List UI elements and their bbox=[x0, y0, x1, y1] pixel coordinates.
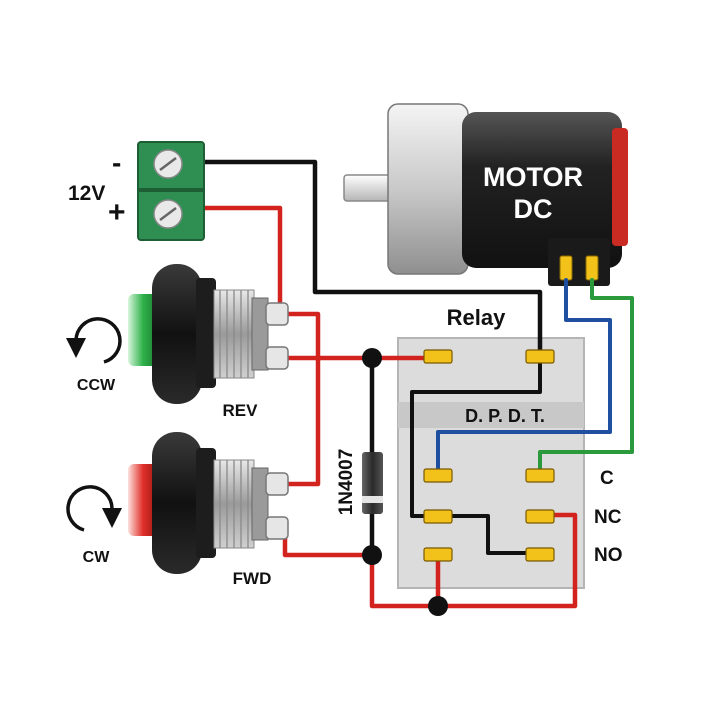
relay-pin-coil-left bbox=[423, 349, 453, 364]
fwd-switch-nut bbox=[196, 448, 216, 558]
relay-body bbox=[397, 337, 585, 589]
rev-switch-label: REV bbox=[223, 401, 259, 420]
positive-sign: + bbox=[108, 196, 126, 229]
cw-arrow-icon bbox=[66, 485, 122, 532]
fwd-switch-base bbox=[251, 467, 269, 541]
fwd-switch-label: FWD bbox=[233, 569, 272, 588]
fwd-switch-collar bbox=[152, 432, 202, 574]
diode-body bbox=[362, 452, 383, 514]
relay-pin-nc-left bbox=[423, 509, 453, 524]
dc-motor: MOTOR DC bbox=[343, 103, 628, 286]
fwd-switch-terminal-top bbox=[265, 472, 289, 496]
fwd-switch-thread-lines bbox=[219, 460, 249, 548]
diode: 1N4007 bbox=[336, 449, 383, 516]
terminal-screw-negative-slot bbox=[159, 157, 177, 171]
motor-body bbox=[462, 112, 622, 268]
diode-cathode-band bbox=[362, 496, 383, 503]
terminal-screw-positive-slot bbox=[159, 207, 177, 221]
wire-green-motor bbox=[538, 278, 634, 476]
motor-shaft bbox=[343, 174, 391, 202]
motor-rear-stripe bbox=[612, 128, 628, 246]
motor-label-line1: MOTOR bbox=[483, 162, 583, 192]
terminal-divider bbox=[138, 188, 204, 192]
rev-switch: REV bbox=[128, 264, 289, 420]
power-terminal: 12V - + bbox=[68, 141, 205, 241]
motor-terminal-block bbox=[548, 238, 610, 286]
fwd-switch-cap bbox=[128, 464, 158, 536]
fwd-switch: FWD bbox=[128, 432, 289, 588]
diode-label: 1N4007 bbox=[336, 449, 357, 516]
junction-dot-bottom bbox=[428, 596, 448, 616]
motor-terminal-right bbox=[585, 255, 599, 281]
wire-blue-motor bbox=[436, 278, 612, 476]
motor-terminal-left bbox=[559, 255, 573, 281]
junction-dot-middle bbox=[362, 545, 382, 565]
wire-red-fwd-to-rail bbox=[282, 512, 578, 609]
relay-title: Relay bbox=[447, 305, 506, 330]
relay-pin-nc-right bbox=[525, 509, 555, 524]
relay-pin-c-right bbox=[525, 468, 555, 483]
rev-switch-terminal-top bbox=[265, 302, 289, 326]
motor-end-cap bbox=[387, 103, 469, 275]
fwd-switch-terminal-bottom bbox=[265, 516, 289, 540]
relay-pin-c-left bbox=[423, 468, 453, 483]
rev-switch-base bbox=[251, 297, 269, 371]
ccw-arrow-icon bbox=[66, 317, 122, 364]
rev-switch-cap bbox=[128, 294, 158, 366]
relay-pins bbox=[423, 349, 555, 562]
voltage-label: 12V bbox=[68, 182, 105, 205]
relay-label-band bbox=[398, 402, 584, 428]
relay-type-label: D. P. D. T. bbox=[465, 406, 545, 426]
contact-label-no: NO bbox=[594, 545, 623, 566]
wire-black-negative bbox=[197, 159, 543, 359]
relay-pin-no-right bbox=[525, 547, 555, 562]
contact-label-nc: NC bbox=[594, 507, 622, 528]
wire-black-relay-cross bbox=[410, 354, 542, 555]
rev-switch-nut bbox=[196, 278, 216, 388]
ccw-label: CCW bbox=[77, 377, 116, 394]
relay-pin-coil-right bbox=[525, 349, 555, 364]
junction-dot-top bbox=[362, 348, 382, 368]
contact-label-c: C bbox=[600, 468, 614, 489]
cw-label: CW bbox=[83, 549, 111, 566]
relay: D. P. D. T. bbox=[397, 337, 585, 589]
negative-sign: - bbox=[112, 147, 121, 178]
rev-switch-thread-lines bbox=[219, 290, 249, 378]
rev-switch-collar bbox=[152, 264, 202, 404]
rev-switch-terminal-bottom bbox=[265, 346, 289, 370]
wire-red-switch-link bbox=[282, 311, 321, 487]
relay-pin-no-left bbox=[423, 547, 453, 562]
motor-label-line2: DC bbox=[514, 194, 553, 224]
